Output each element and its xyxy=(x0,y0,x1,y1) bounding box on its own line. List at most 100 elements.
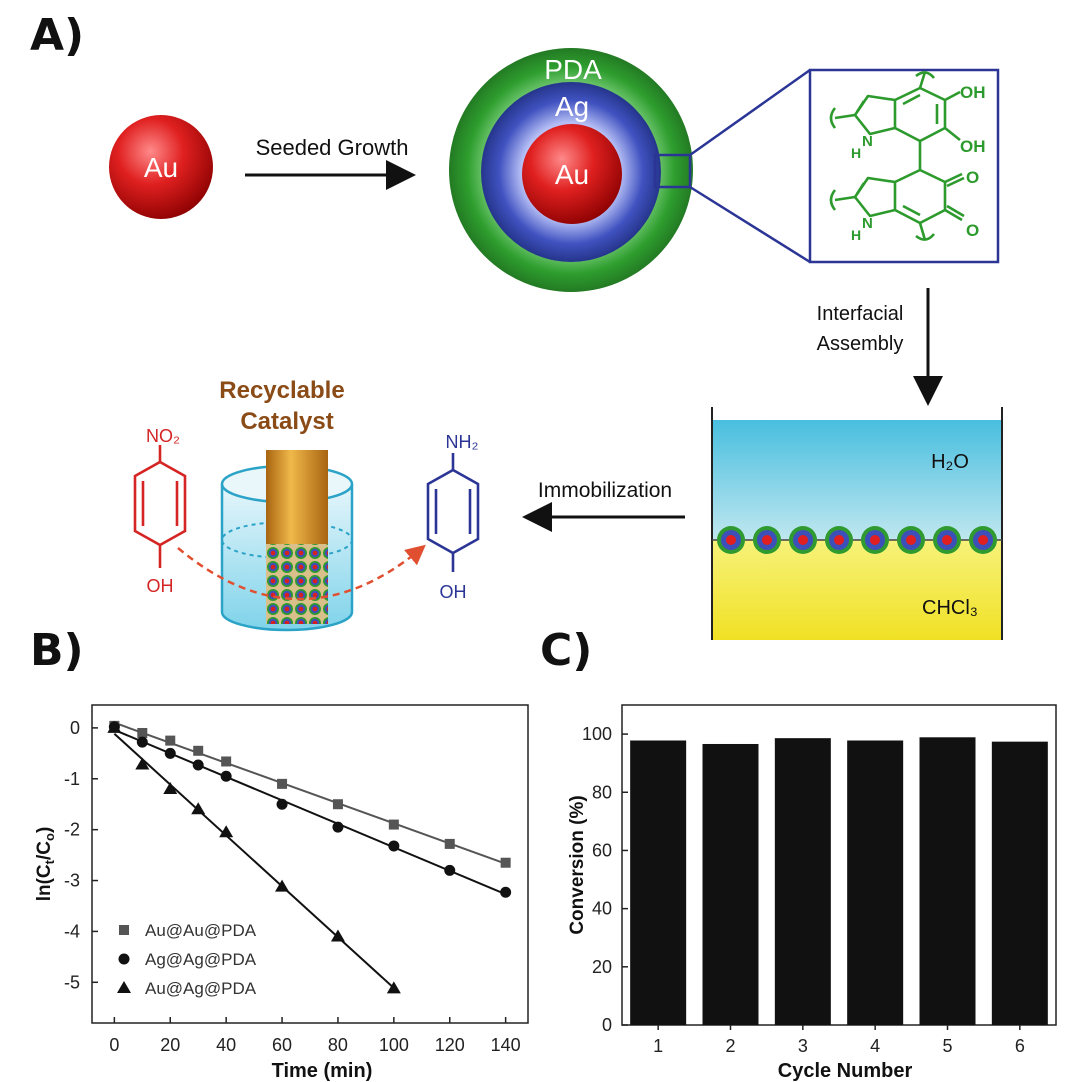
kinetics-y-tick-label: -3 xyxy=(64,871,80,891)
kinetics-x-tick-label: 60 xyxy=(272,1035,292,1055)
kinetics-x-tick-label: 40 xyxy=(216,1035,236,1055)
container-walls xyxy=(711,407,1003,640)
pda-shell-label: PDA xyxy=(544,54,602,85)
legend-label-3: Au@Ag@PDA xyxy=(145,979,257,998)
kinetics-x-tick-label: 100 xyxy=(379,1035,409,1055)
conversion-x-tick-label: 5 xyxy=(942,1036,952,1056)
panel-label-b: B) xyxy=(30,625,84,676)
kinetics-point-series-1 xyxy=(444,838,455,849)
conversion-bar-6 xyxy=(991,741,1048,1025)
panel-label-c: C) xyxy=(540,625,593,676)
kinetics-fit-line-1 xyxy=(114,721,506,865)
kinetics-point-series-2 xyxy=(136,736,148,748)
immobilization-label: Immobilization xyxy=(538,479,672,502)
chloroform-label: CHCl₃ xyxy=(922,597,978,619)
catalyst-rod xyxy=(266,450,328,545)
kinetics-y-tick-label: -2 xyxy=(64,820,80,840)
conversion-y-tick-label: 60 xyxy=(592,840,612,860)
pda-structure-drawing xyxy=(829,71,965,241)
kinetics-y-tick-label: -1 xyxy=(64,769,80,789)
catalyst-label-1: Recyclable xyxy=(219,377,344,404)
kinetics-point-series-3 xyxy=(163,781,178,794)
pda-oh-lower: OH xyxy=(960,137,986,156)
conversion-bar-3 xyxy=(774,738,831,1025)
panel-label-a: A) xyxy=(30,10,85,61)
kinetics-x-tick-label: 20 xyxy=(160,1035,180,1055)
kinetics-point-series-2 xyxy=(332,821,344,833)
interfacial-label-1: Interfacial xyxy=(817,303,904,325)
kinetics-x-tick-label: 0 xyxy=(109,1035,119,1055)
kinetics-plot-frame xyxy=(91,704,529,1024)
synthesis-scheme: Au Seeded Growth PDA Ag Au xyxy=(109,48,1003,640)
au-seed-label: Au xyxy=(144,152,178,183)
product-structure xyxy=(426,453,480,572)
conversion-y-axis-label: Conversion (%) xyxy=(567,795,588,934)
kinetics-point-series-2 xyxy=(276,798,288,810)
legend-label-2: Ag@Ag@PDA xyxy=(145,950,257,969)
kinetics-point-series-1 xyxy=(221,756,232,767)
legend-label-1: Au@Au@PDA xyxy=(145,921,257,940)
conversion-y-tick-label: 80 xyxy=(592,782,612,802)
kinetics-x-axis-label: Time (min) xyxy=(272,1060,373,1082)
reactant-structure xyxy=(133,445,187,568)
conversion-y-tick-label: 40 xyxy=(592,899,612,919)
pda-o-upper: O xyxy=(966,168,979,187)
kinetics-point-series-2 xyxy=(388,840,400,852)
kinetics-point-series-3 xyxy=(275,879,290,892)
kinetics-point-series-3 xyxy=(107,720,122,733)
reaction-arc xyxy=(177,544,426,601)
kinetics-y-tick-label: -4 xyxy=(64,921,80,941)
seeded-growth-label: Seeded Growth xyxy=(256,135,409,160)
conversion-x-tick-label: 4 xyxy=(870,1036,880,1056)
pda-h-upper: H xyxy=(851,145,861,161)
kinetics-point-series-2 xyxy=(444,864,456,876)
conversion-x-tick-label: 3 xyxy=(798,1036,808,1056)
kinetics-point-series-1 xyxy=(193,745,204,756)
kinetics-y-tick-label: -5 xyxy=(64,972,80,992)
kinetics-point-series-1 xyxy=(500,857,511,868)
conversion-y-tick-label: 20 xyxy=(592,957,612,977)
kinetics-point-series-3 xyxy=(219,825,234,838)
kinetics-x-tick-label: 140 xyxy=(491,1035,521,1055)
kinetics-x-tick-label: 120 xyxy=(435,1035,465,1055)
kinetics-point-series-1 xyxy=(165,735,176,746)
product-bottom-group: OH xyxy=(440,582,467,602)
water-phase xyxy=(712,420,1002,540)
catalyst-nanoparticle-film xyxy=(266,544,328,624)
kinetics-point-series-2 xyxy=(192,759,204,771)
kinetics-y-axis-label: ln(Ct/Co) xyxy=(34,827,57,902)
kinetics-point-series-1 xyxy=(109,720,120,731)
kinetics-fit-line-2 xyxy=(113,728,507,896)
conversion-bar-4 xyxy=(847,740,904,1025)
conversion-x-tick-label: 1 xyxy=(653,1036,663,1056)
au-core xyxy=(522,124,622,224)
kinetics-point-series-1 xyxy=(277,778,288,789)
chloroform-phase xyxy=(712,540,1002,640)
zoom-line-top xyxy=(689,68,811,157)
conversion-x-tick-label: 2 xyxy=(725,1036,735,1056)
conversion-bar-5 xyxy=(919,737,976,1025)
product-top-group: NH₂ xyxy=(446,432,479,452)
zoom-line-bottom xyxy=(689,185,811,264)
kinetics-point-series-2 xyxy=(500,886,512,898)
pda-o-lower: O xyxy=(966,221,979,240)
reactant-bottom-group: OH xyxy=(147,576,174,596)
pda-oh-upper: OH xyxy=(960,83,986,102)
legend-marker-1 xyxy=(119,925,129,935)
conversion-bar-2 xyxy=(702,743,759,1025)
conversion-bar-1 xyxy=(630,740,687,1025)
kinetics-fit-line-3 xyxy=(113,733,395,989)
kinetics-point-series-3 xyxy=(386,981,401,994)
kinetics-point-series-2 xyxy=(108,721,120,733)
kinetics-point-series-1 xyxy=(137,727,148,738)
kinetics-x-tick-label: 80 xyxy=(328,1035,348,1055)
legend-marker-2 xyxy=(118,953,130,965)
kinetics-point-series-3 xyxy=(135,757,150,770)
catalyst-label-2: Catalyst xyxy=(240,408,333,435)
interfacial-label-2: Assembly xyxy=(817,333,904,355)
kinetics-point-series-2 xyxy=(220,770,232,782)
au-core-label: Au xyxy=(555,159,589,190)
pda-n-lower: N xyxy=(862,215,873,232)
au-seed-particle xyxy=(109,115,213,219)
interface-particles xyxy=(717,526,997,554)
